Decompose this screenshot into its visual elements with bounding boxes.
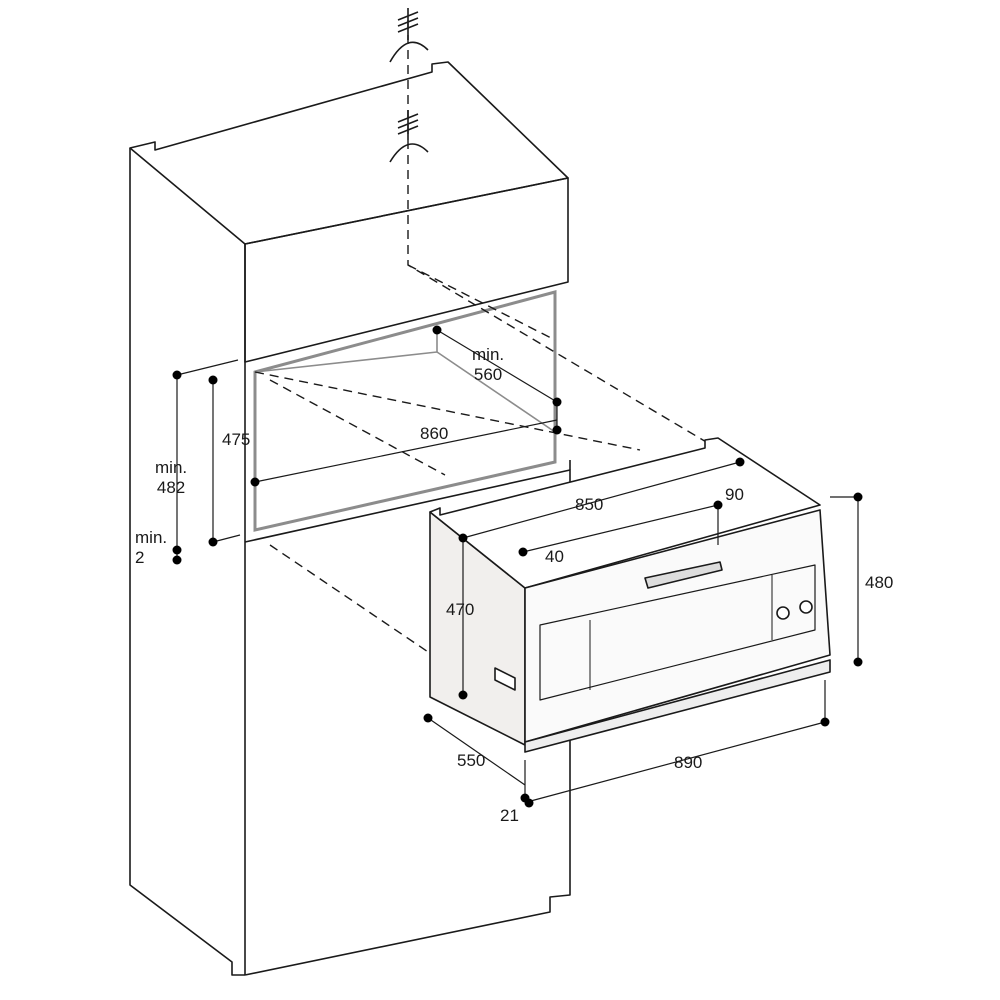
front-width-label: 890: [674, 753, 703, 772]
front-overhang-label: 90: [725, 485, 744, 504]
front-offset-label: 40: [545, 547, 564, 566]
gap-label: min. 2: [135, 528, 167, 568]
cabinet-left-side: [129, 148, 245, 976]
label-min: min.: [135, 528, 168, 547]
label-value: 482: [156, 478, 186, 497]
niche-depth-label: min. 560: [472, 345, 504, 385]
label-min: min.: [155, 458, 188, 477]
wall-anchor-icons: [389, 8, 429, 163]
side-vent: [494, 667, 516, 691]
control-knob: [776, 606, 790, 620]
niche-inner-back: [254, 330, 556, 433]
body-width-label: 850: [575, 495, 604, 514]
oven-panel: [539, 564, 816, 701]
oven-handle: [644, 561, 723, 589]
label-value: 2: [135, 548, 145, 567]
niche-width-label: 860: [420, 424, 449, 443]
label-min: min.: [472, 345, 505, 364]
cabinet-top: [129, 61, 569, 245]
front-thickness-label: 21: [500, 806, 519, 825]
front-height-label: 480: [865, 573, 894, 592]
niche-min-height-label: min. 482: [155, 458, 187, 498]
cabinet-lower-panel: [244, 469, 571, 976]
niche-height-label: 475: [222, 430, 251, 449]
cabinet-upper-panel: [244, 177, 569, 363]
control-knob: [799, 600, 813, 614]
label-value: 560: [473, 365, 503, 384]
body-depth-label: 550: [457, 751, 486, 770]
body-height-label: 470: [446, 600, 475, 619]
dimension-points: [172, 325, 863, 808]
niche-outline: [253, 290, 557, 532]
